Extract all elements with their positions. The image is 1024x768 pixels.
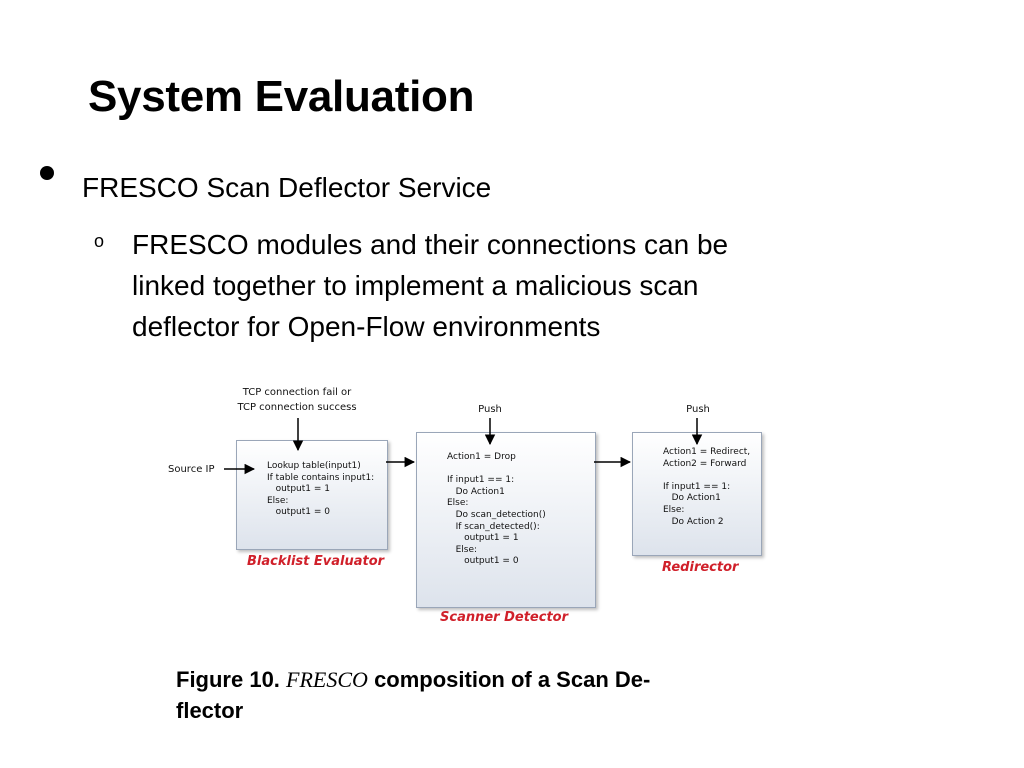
push-label-redirector: Push [686,404,710,415]
bullet-text: FRESCO Scan Deflector Service [82,172,492,203]
caption-line2: flector [176,698,244,723]
sub-bullet-line: FRESCO modules and their connections can… [132,229,729,260]
caption-suffix: composition of a Scan De- [374,667,651,692]
top-input-label-line: TCP connection fail or [242,387,352,398]
figure-caption: Figure 10. FRESCO composition of a Scan … [176,664,776,726]
blacklist-evaluator-box: Lookup table(input1) If table contains i… [236,440,388,550]
blacklist-evaluator-code: Lookup table(input1) If table contains i… [267,461,375,518]
scanner-detector-box: Action1 = Drop If input1 == 1: Do Action… [416,432,596,608]
sub-bullet-marker: o [94,231,105,251]
sub-bullet-line: linked together to implement a malicious… [132,270,699,301]
bullet-dot [40,166,54,180]
redirector-box: Action1 = Redirect, Action2 = Forward If… [632,432,762,556]
scanner-detector-code: Action1 = Drop If input1 == 1: Do Action… [447,452,546,567]
top-input-label-line: TCP connection success [237,402,357,413]
redirector-code: Action1 = Redirect, Action2 = Forward If… [663,447,751,527]
top-input-label: TCP connection fail or TCP connection su… [222,385,372,415]
caption-prefix: Figure 10. [176,667,280,692]
redirector-label: Redirector [662,560,739,575]
caption-italic: FRESCO [286,667,368,692]
sub-bullet-text: FRESCO modules and their connections can… [132,224,892,347]
scanner-detector-label: Scanner Detector [440,610,569,625]
slide-title: System Evaluation [88,72,475,121]
push-label-scanner: Push [478,404,502,415]
source-ip-label: Source IP [168,464,215,475]
blacklist-evaluator-label: Blacklist Evaluator [247,554,385,569]
sub-bullet-line: deflector for Open-Flow environments [132,311,601,342]
